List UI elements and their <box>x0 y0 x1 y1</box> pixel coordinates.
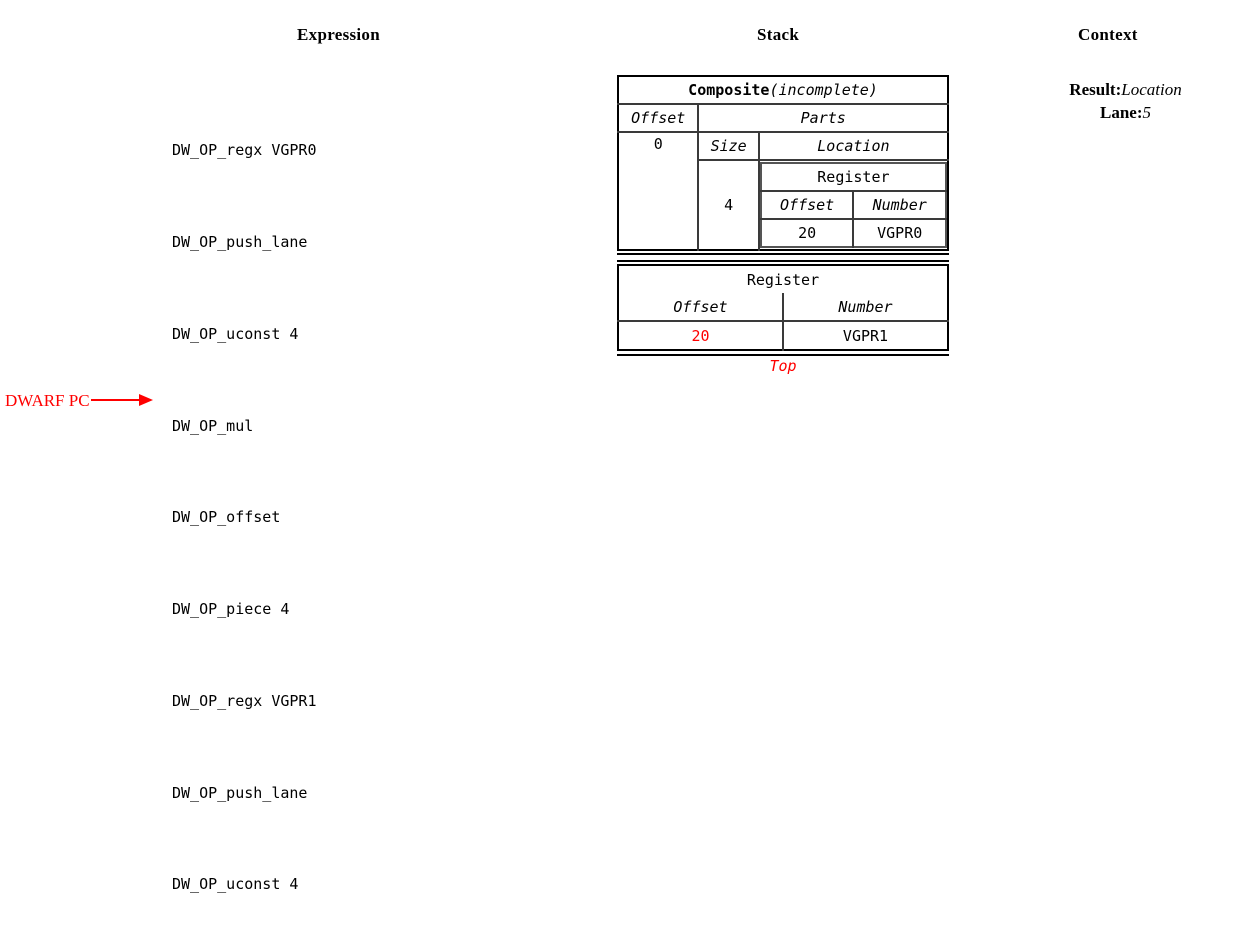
context-result-key: Result: <box>1069 80 1122 99</box>
composite-offset-value: 0 <box>618 132 700 250</box>
dwarf-pc-label: DWARF PC <box>5 391 90 410</box>
context-row-result: Result:Location <box>1010 78 1241 101</box>
arrow-right-icon <box>90 394 153 406</box>
column-heading-context: Context <box>1078 25 1138 44</box>
expression-line: DW_OP_regx VGPR0 <box>172 141 317 160</box>
expression-line: DW_OP_piece 4 <box>172 600 290 619</box>
inner-register-offset-header: Offset <box>760 191 855 220</box>
stack-entry-separator <box>617 253 949 262</box>
register-number-value: VGPR1 <box>842 326 889 345</box>
expression-line: DW_OP_regx VGPR1 <box>172 691 317 710</box>
inner-register-number-header: Number <box>853 191 946 220</box>
inner-register-title: Register <box>760 163 946 192</box>
stack-top-label: Top <box>769 357 797 375</box>
composite-title: Composite <box>688 81 770 99</box>
composite-title-suffix: (incomplete) <box>769 81 878 99</box>
stack-entry-composite: Composite(incomplete) Offset Parts 0 Siz… <box>617 75 949 251</box>
stack-bottom-rule <box>617 354 949 356</box>
expression-line: DW_OP_uconst 4 <box>172 875 299 894</box>
column-heading-stack: Stack <box>757 25 800 44</box>
context-row-lane: Lane:5 <box>1010 101 1241 124</box>
expression-line: DW_OP_mul <box>172 416 254 435</box>
column-heading-expression: Expression <box>297 25 380 44</box>
register-number-header: Number <box>783 293 948 322</box>
composite-subheader-row: 0 Size Location <box>618 132 948 250</box>
composite-parts-location-header: Location <box>758 132 948 161</box>
expression-line: DW_OP_uconst 4 <box>172 324 299 343</box>
expression-line: DW_OP_offset <box>172 508 281 527</box>
composite-part-location: Register Offset Number 20 VGPR0 <box>759 160 948 250</box>
inner-register-value-row: 20 VGPR0 <box>760 219 946 247</box>
context-lane-value: 5 <box>1142 103 1152 122</box>
composite-parts-header: Parts <box>698 104 948 133</box>
inner-register-header-row: Offset Number <box>760 191 946 220</box>
composite-title-row: Composite(incomplete) <box>618 76 948 105</box>
register-title-row: Register <box>618 265 948 293</box>
register-offset-value: 20 <box>618 321 784 350</box>
register-title: Register <box>746 270 820 289</box>
register-value-row: 20 VGPR1 <box>618 321 948 350</box>
register-offset-header: Offset <box>618 293 784 322</box>
composite-parts-size-header: Size <box>698 132 760 161</box>
composite-header-row: Offset Parts <box>618 104 948 133</box>
composite-title-cell: Composite(incomplete) <box>618 76 948 105</box>
stack-entry-register: Register Offset Number 20 VGPR1 <box>617 264 949 351</box>
expression-line: DW_OP_push_lane <box>172 232 308 251</box>
inner-register-offset-value: 20 <box>760 219 855 247</box>
context-lane-key: Lane: <box>1100 103 1143 122</box>
inner-register-table: Register Offset Number 20 VGPR0 <box>759 162 947 248</box>
expression-list: DW_OP_regx VGPR0 DW_OP_push_lane DW_OP_u… <box>172 74 317 936</box>
context-result-value: Location <box>1121 80 1182 99</box>
register-header-row: Offset Number <box>618 293 948 322</box>
context-area: Result:Location Lane:5 <box>1010 78 1241 124</box>
inner-register-number-value: VGPR0 <box>877 224 923 242</box>
composite-offset-header: Offset <box>618 104 700 133</box>
inner-register-title-row: Register <box>760 163 946 192</box>
composite-part-size: 4 <box>698 160 760 250</box>
stack-area: Composite(incomplete) Offset Parts 0 Siz… <box>617 75 949 375</box>
expression-line: DW_OP_push_lane <box>172 783 308 802</box>
dwarf-pc-marker: DWARF PC <box>5 392 153 409</box>
composite-part-row: 4 Register Offset Number <box>618 160 948 250</box>
